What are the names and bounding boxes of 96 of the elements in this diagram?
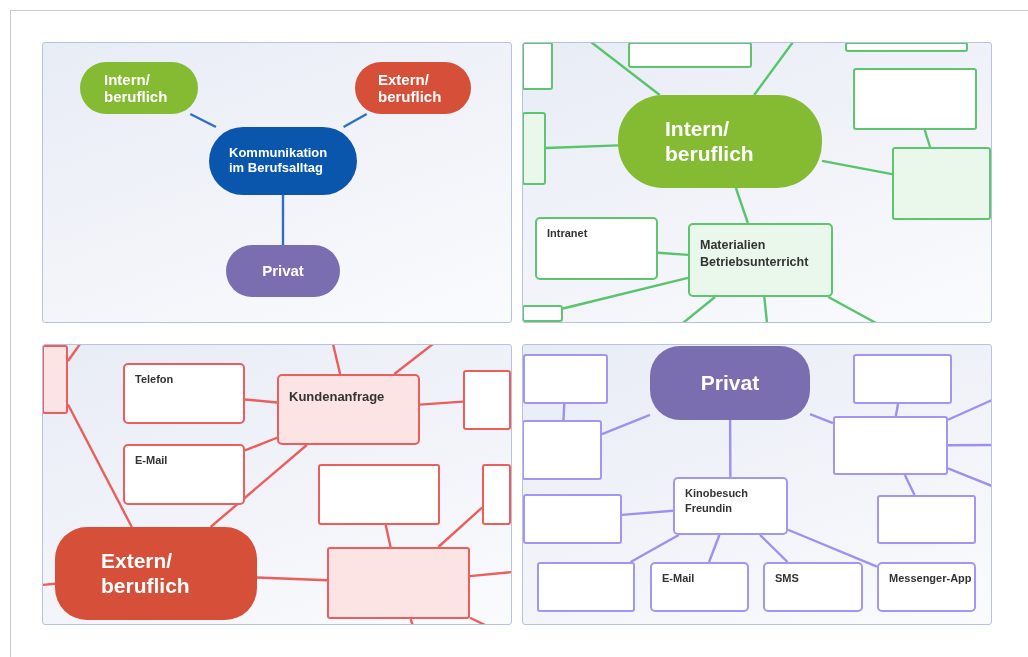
connector-line xyxy=(562,276,689,310)
note-box xyxy=(650,562,749,612)
note-box xyxy=(673,477,788,535)
note-label: Kinobesuch Freundin xyxy=(685,486,749,516)
connector-line xyxy=(948,443,991,447)
connector-line xyxy=(590,43,661,96)
topic-label: Extern/ beruflich xyxy=(101,549,191,598)
topic-label: Intern/ beruflich xyxy=(104,70,169,106)
note-box xyxy=(853,68,977,130)
note-label: Telefon xyxy=(135,372,174,387)
topic-label: Privat xyxy=(262,262,304,280)
connector-line xyxy=(763,296,769,322)
connector-line xyxy=(562,403,566,421)
note-box xyxy=(535,217,658,280)
connector-line xyxy=(947,467,991,488)
connector-line xyxy=(437,506,483,548)
note-label: Materialien Betriebsunterricht xyxy=(700,237,810,271)
note-box xyxy=(463,370,511,430)
note-box xyxy=(43,345,68,414)
mindmap-panel xyxy=(42,42,512,323)
note-box xyxy=(523,420,602,480)
connector-line xyxy=(657,251,689,257)
connector-line xyxy=(821,159,893,176)
connector-line xyxy=(256,576,328,582)
connector-line xyxy=(469,570,511,578)
note-box xyxy=(853,354,952,404)
note-box xyxy=(523,305,563,322)
connector-line xyxy=(728,420,732,477)
note-box xyxy=(523,494,622,544)
connector-line xyxy=(787,528,878,568)
connector-line xyxy=(66,403,133,528)
note-label: Messenger-App xyxy=(889,571,972,586)
connector-line xyxy=(281,195,285,245)
connector-line xyxy=(809,413,834,425)
topic-label: Kommunikation im Berufsalltag xyxy=(229,146,329,176)
mindmap-panel xyxy=(522,344,992,625)
topic-pill xyxy=(80,62,198,114)
note-label: Intranet xyxy=(547,226,588,241)
note-box xyxy=(523,354,608,404)
note-label: SMS xyxy=(775,571,799,586)
note-box xyxy=(763,562,863,612)
topic-pill xyxy=(55,527,257,620)
note-box xyxy=(688,223,833,297)
connector-line xyxy=(753,43,794,96)
note-box xyxy=(277,374,420,445)
connector-line xyxy=(384,524,392,548)
connector-line xyxy=(189,112,217,129)
mindmap-panel xyxy=(42,344,512,625)
connector-line xyxy=(894,403,900,417)
connector-line xyxy=(209,444,308,528)
topic-label: Extern/ beruflich xyxy=(378,70,443,106)
mindmap-panel xyxy=(522,42,992,323)
note-box xyxy=(123,444,245,505)
topic-label: Privat xyxy=(700,370,760,396)
connector-line xyxy=(630,533,680,564)
note-box xyxy=(628,43,752,68)
note-box xyxy=(482,464,511,525)
connector-line xyxy=(759,534,789,563)
note-box xyxy=(877,562,976,612)
connector-line xyxy=(827,295,877,322)
connector-line xyxy=(734,187,749,224)
note-box xyxy=(523,112,546,185)
connector-line xyxy=(923,129,932,148)
topic-pill xyxy=(650,346,810,420)
note-label: E-Mail xyxy=(662,571,695,586)
connector-line xyxy=(682,296,716,322)
connector-line xyxy=(545,144,619,150)
connector-line xyxy=(244,436,278,452)
note-box xyxy=(877,495,976,544)
connector-line xyxy=(469,616,488,624)
connector-line xyxy=(393,345,434,375)
connector-line xyxy=(947,398,991,421)
topic-pill xyxy=(355,62,471,114)
connector-line xyxy=(43,582,56,587)
connector-line xyxy=(342,112,368,129)
note-box xyxy=(123,363,245,424)
connector-line xyxy=(331,345,342,375)
connector-line xyxy=(601,413,651,436)
note-box xyxy=(523,43,553,90)
note-box xyxy=(327,547,470,619)
connector-line xyxy=(244,398,278,404)
note-box xyxy=(892,147,991,220)
note-box xyxy=(537,562,635,612)
note-label: Kundenanfrage xyxy=(289,388,385,406)
connector-line xyxy=(621,509,674,517)
note-box xyxy=(833,416,948,475)
connector-line xyxy=(707,534,721,563)
connector-line xyxy=(903,474,916,496)
note-box xyxy=(318,464,440,525)
note-box xyxy=(845,43,968,52)
connector-line xyxy=(409,618,415,624)
connector-line xyxy=(419,400,464,406)
topic-pill xyxy=(226,245,340,297)
topic-label: Intern/ beruflich xyxy=(665,117,755,166)
connector-line xyxy=(67,345,81,362)
note-label: E-Mail xyxy=(135,453,168,468)
